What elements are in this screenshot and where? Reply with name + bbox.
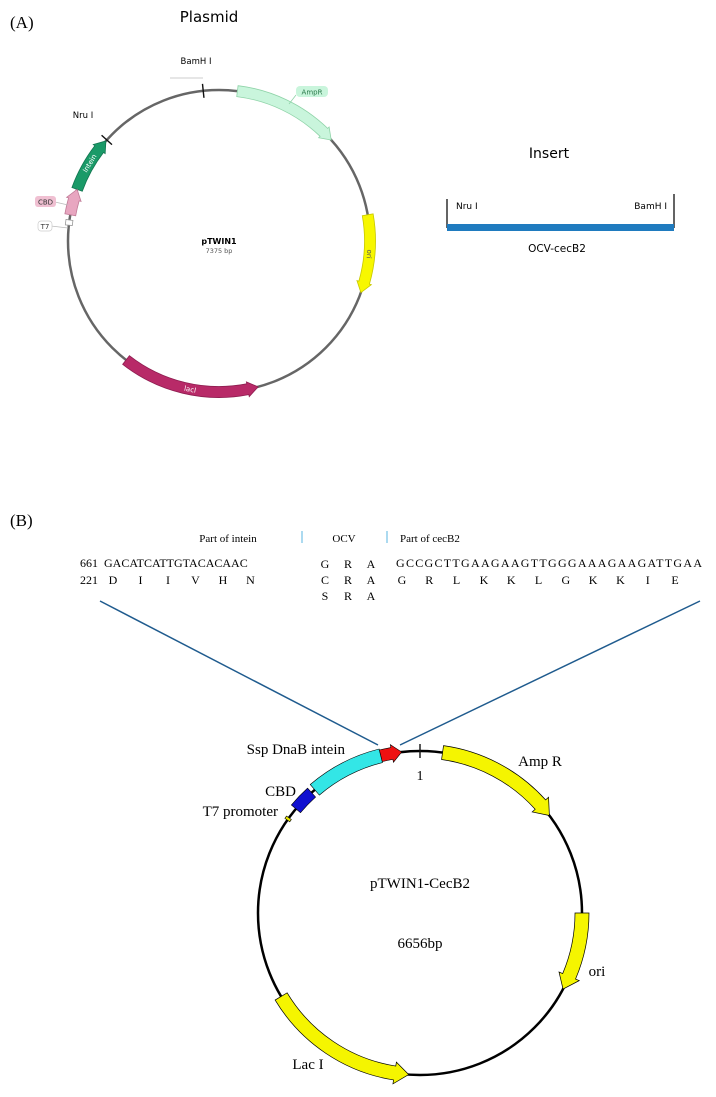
ocv-nt-codon: A	[367, 557, 376, 571]
plasmid-b-size: 6656bp	[398, 936, 443, 952]
aa-ocv-alt: A	[367, 589, 376, 603]
panel-a-label: (A)	[10, 13, 34, 32]
aa-cecb2: K	[616, 573, 625, 587]
header-cecb2: Part of cecB2	[400, 533, 460, 545]
aa-cecb2: K	[507, 573, 516, 587]
feature-ori-arrow	[558, 912, 590, 990]
aa-ocv-alt: S	[322, 589, 329, 603]
insert-bar	[447, 224, 674, 231]
aa-cecb2: L	[535, 573, 542, 587]
header-intein: Part of intein	[199, 533, 257, 545]
aa-ocv-alt: R	[344, 589, 352, 603]
zoom-line-left	[99, 600, 379, 746]
nt-position: 661	[80, 556, 98, 570]
aa-cecb2: G	[561, 573, 570, 587]
feature-t7-marker	[64, 219, 74, 227]
aa-cecb2: K	[480, 573, 489, 587]
zoom-line-right	[399, 600, 701, 746]
plasmid-size: 7375 bp	[206, 247, 233, 255]
label-intein: Ssp DnaB intein	[247, 742, 346, 758]
site-bamhi-tick	[201, 83, 205, 98]
feature-lac-i-arrow	[274, 992, 410, 1085]
label-ori: ori	[589, 964, 606, 980]
plasmid-title: Plasmid	[180, 8, 239, 26]
label-cbd: CBD	[265, 784, 296, 800]
label-t7-promoter: T7 promoter	[203, 804, 278, 820]
feature-ori-arrow	[356, 213, 376, 294]
label-lac-i: Lac I	[292, 1057, 323, 1073]
t7-callout	[37, 220, 53, 232]
feature-ampr-arrow	[236, 85, 332, 141]
site-nrui-tick	[101, 134, 113, 146]
feature-label: ori	[365, 249, 374, 259]
feature-cbd-arrow	[64, 188, 82, 217]
aa-cecb2: I	[646, 573, 650, 587]
feature-amp-r-arrow	[441, 745, 550, 816]
insert-left-site: Nru I	[456, 202, 478, 212]
aa-ocv: A	[367, 573, 376, 587]
ampr-callout	[296, 86, 328, 97]
aa-intein: I	[166, 573, 170, 587]
aa-cecb2: K	[589, 573, 598, 587]
nt-seq-intein: GACATCATTGTACACAAC	[104, 556, 248, 570]
aa-cecb2: R	[425, 573, 433, 587]
nt-seq-cecb2: GCCGCTTGAAGAAGTTGGGAAAGAAGATTGAA	[396, 556, 702, 570]
t7-leader	[50, 225, 69, 229]
aa-intein: H	[219, 573, 228, 587]
cbd-label: CBD	[38, 199, 53, 207]
ampr-leader	[288, 94, 297, 105]
aa-ocv: C	[321, 573, 329, 587]
aa-cecb2: L	[453, 573, 460, 587]
aa-position: 221	[80, 573, 98, 587]
feature-intein-arrow	[71, 140, 107, 192]
aa-intein: V	[191, 573, 200, 587]
ampr-label: AmpR	[302, 89, 323, 97]
aa-intein: D	[109, 573, 118, 587]
aa-ocv: R	[344, 573, 352, 587]
plasmid-map-ptwin1-cecb2	[256, 743, 590, 1085]
cbd-callout	[35, 196, 56, 207]
feature-ocv-arrow	[378, 743, 403, 764]
feature-cbd	[290, 787, 317, 814]
site-nrui-label: Nru I	[73, 111, 93, 121]
cbd-leader	[54, 201, 69, 206]
header-ocv: OCV	[332, 533, 355, 545]
position-mark: 1	[417, 769, 424, 784]
insert-name: OCV-cecB2	[528, 243, 586, 255]
feature-t7-promoter	[284, 815, 292, 823]
feature-label: lacI	[183, 385, 196, 395]
plasmid-name: pTWIN1	[201, 237, 237, 246]
aa-cecb2: E	[671, 573, 678, 587]
plasmid-b-name: pTWIN1-CecB2	[370, 876, 470, 892]
t7-label: T7	[40, 223, 50, 231]
insert-title: Insert	[529, 146, 570, 162]
aa-cecb2: G	[398, 573, 407, 587]
insert-right-site: BamH I	[634, 202, 667, 212]
label-amp-r: Amp R	[518, 754, 562, 770]
feature-laci-arrow	[122, 355, 259, 398]
ocv-nt-codon: R	[344, 557, 352, 571]
site-bamhi-label: BamH I	[181, 57, 212, 67]
aa-intein: N	[246, 573, 255, 587]
ocv-nt-codon: G	[321, 557, 330, 571]
panel-b-label: (B)	[10, 511, 33, 530]
aa-intein: I	[139, 573, 143, 587]
